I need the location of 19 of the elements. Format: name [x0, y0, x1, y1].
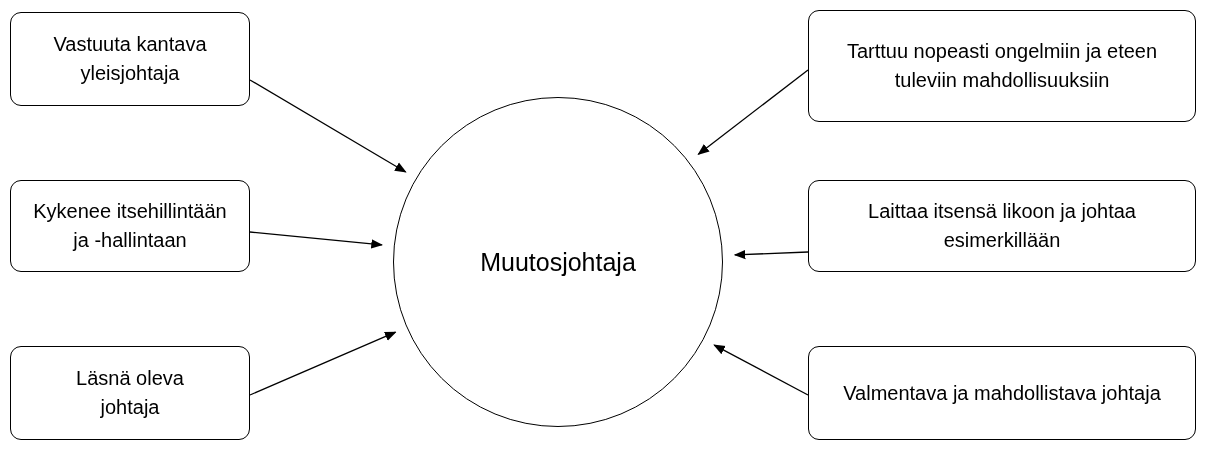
arrow: [697, 69, 809, 155]
node-label: Valmentava ja mahdollistava johtaja: [843, 380, 1161, 406]
node-label: Tarttuu nopeasti ongelmiin ja eteen tuleviin mahdollisuuksiin: [845, 39, 1159, 93]
arrow: [249, 231, 383, 249]
rounded-box: [10, 346, 250, 440]
rounded-box: [808, 346, 1196, 440]
node-label: Laittaa itsensä likoon ja johtaa esimerkillään: [867, 199, 1137, 253]
node-label: Kykenee itsehillintään ja -hallintaan: [32, 199, 228, 253]
arrow: [733, 249, 809, 260]
rounded-box: [808, 10, 1196, 122]
node-label: Läsnä oleva johtaja: [75, 366, 185, 420]
arrow: [249, 331, 397, 396]
node-label: Vastuuta kantava yleisjohtaja: [52, 32, 208, 86]
arrow: [249, 79, 407, 173]
rounded-box: [10, 180, 250, 272]
node-label: Muutosjohtaja: [480, 247, 636, 277]
arrow: [713, 344, 809, 396]
rounded-box: [808, 180, 1196, 272]
rounded-box: [10, 12, 250, 106]
